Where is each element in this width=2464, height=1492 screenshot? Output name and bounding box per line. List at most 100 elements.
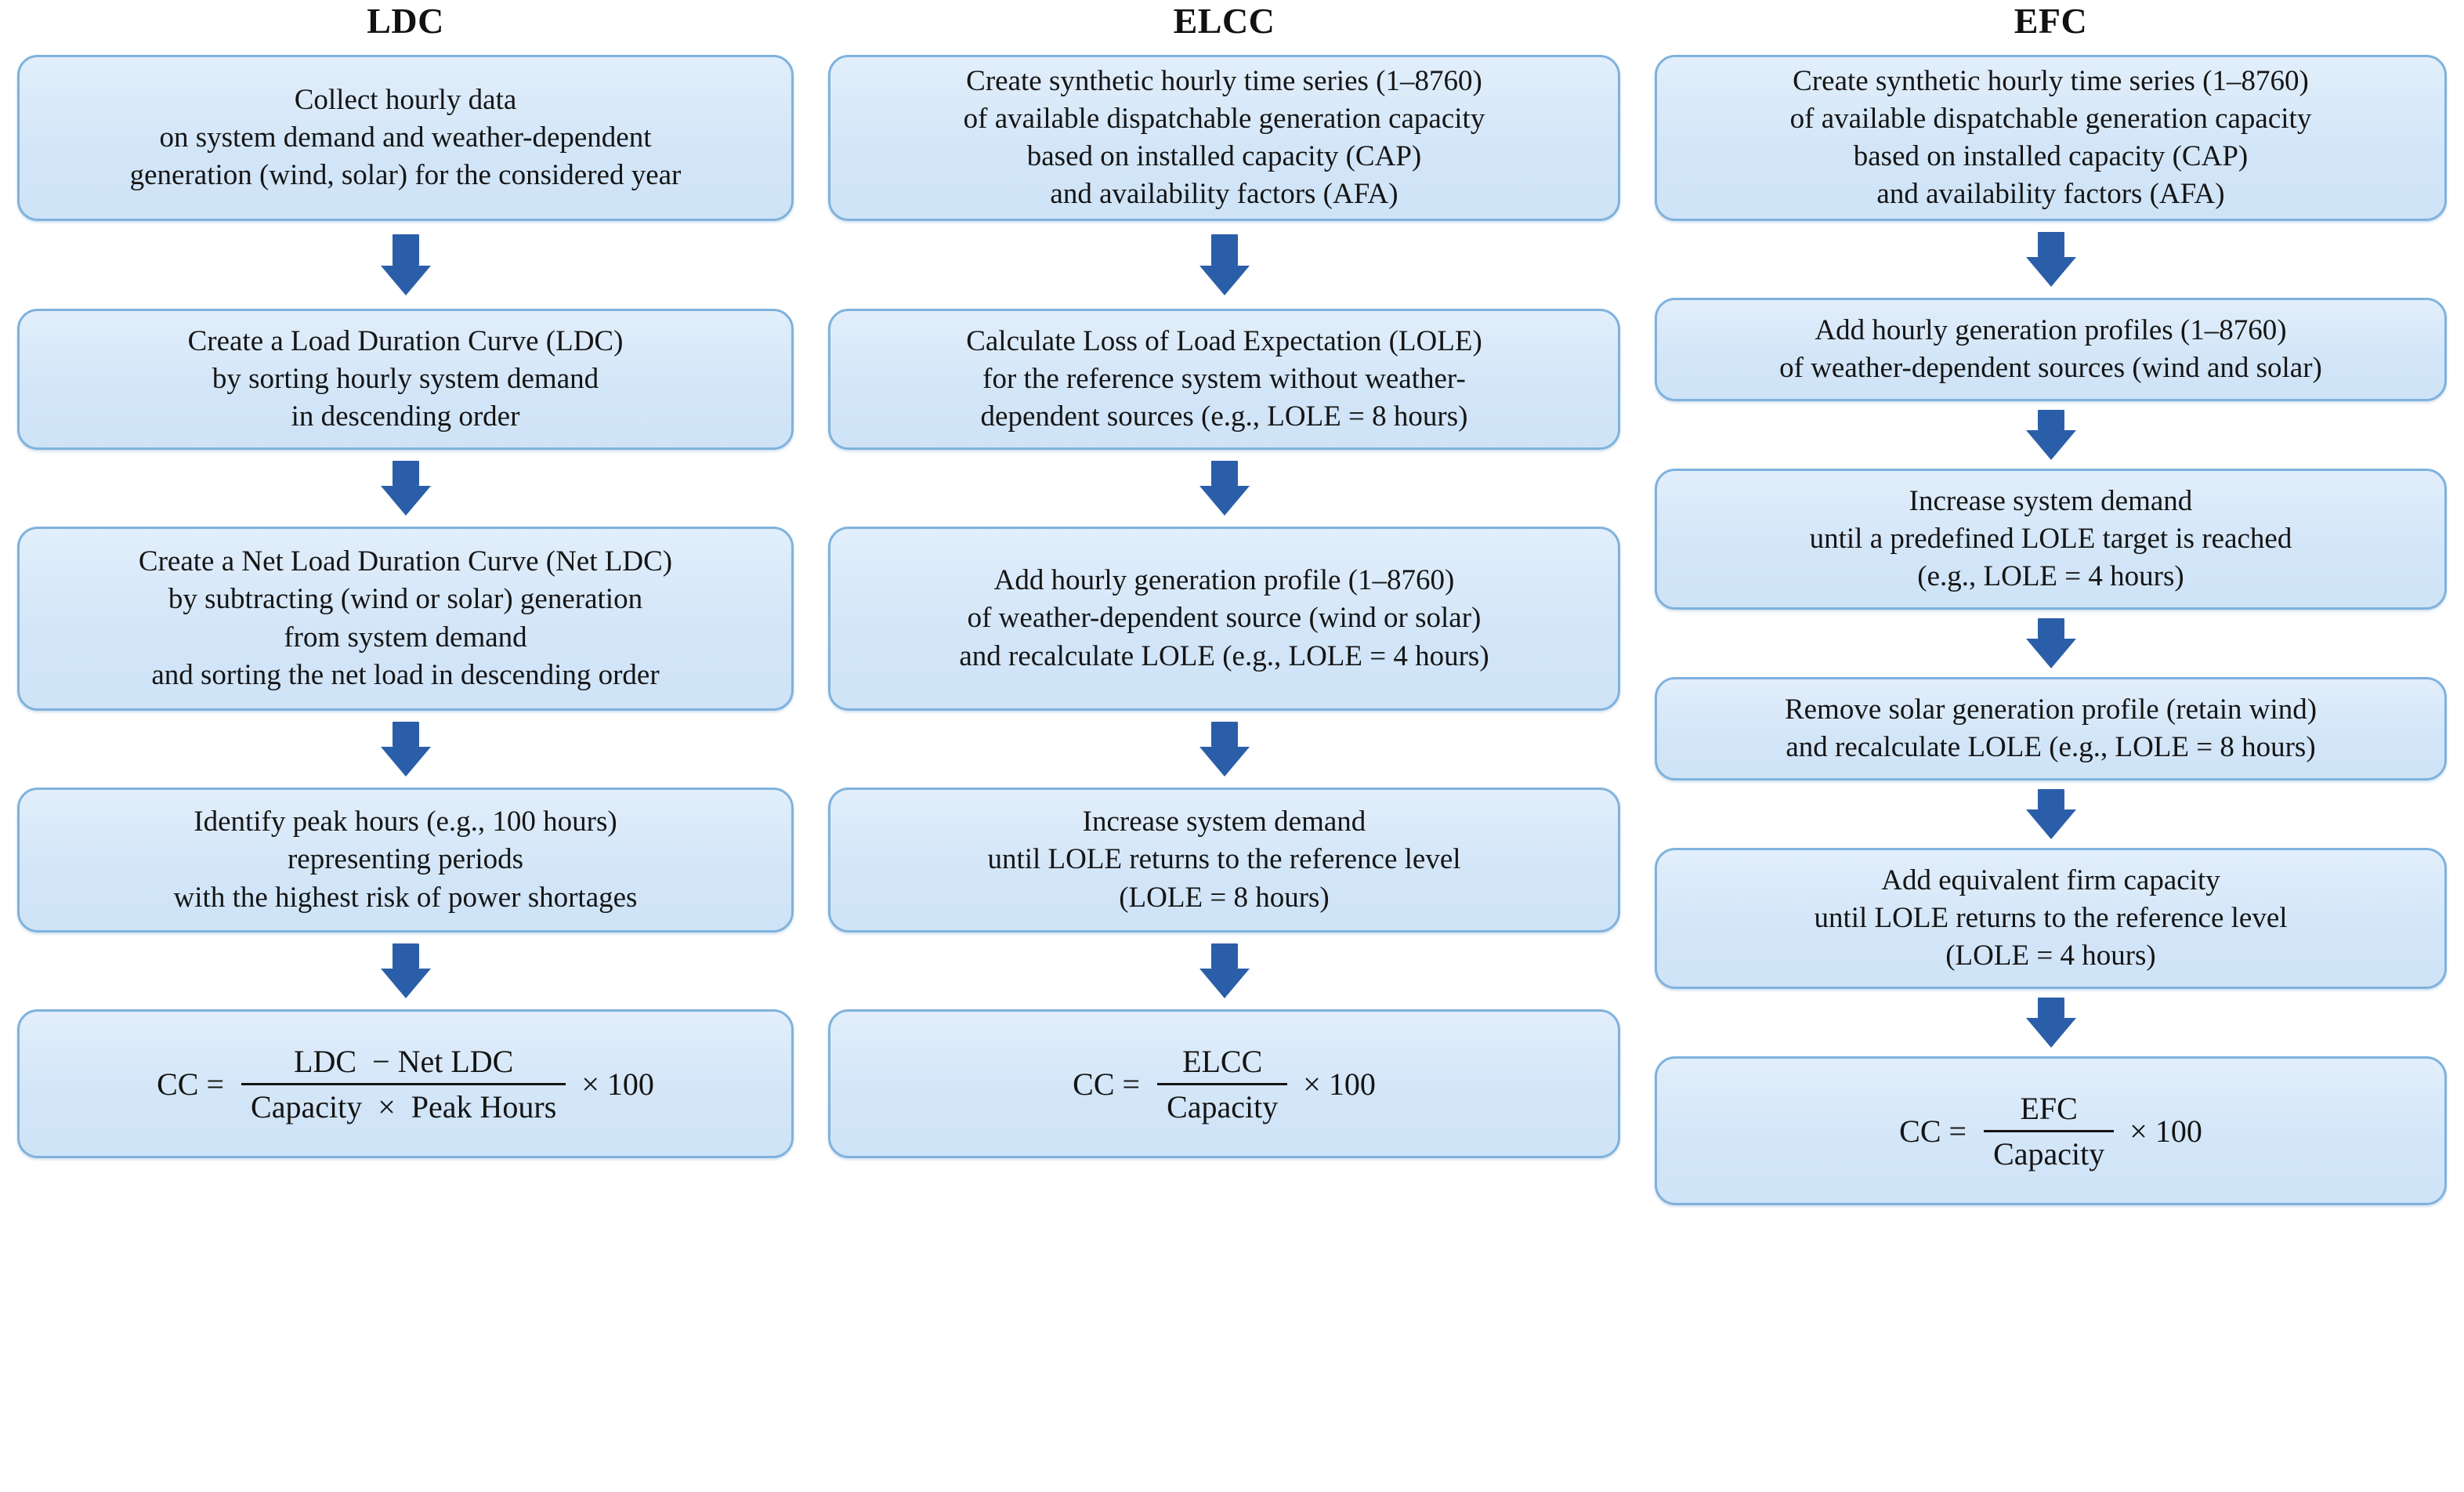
column-ldc: LDC Collect hourly data on system demand… bbox=[0, 0, 811, 1492]
node-ldc-3-text: Create a Net Load Duration Curve (Net LD… bbox=[138, 545, 673, 691]
formula-efc-denominator: Capacity bbox=[1993, 1135, 2105, 1172]
arrow-shaft bbox=[392, 943, 419, 969]
column-title-efc: EFC bbox=[2014, 1, 2088, 41]
node-efc-5: Add equivalent firm capacity until LOLE … bbox=[1655, 848, 2447, 989]
arrow-head bbox=[380, 266, 431, 295]
arrow-shaft bbox=[1210, 234, 1238, 266]
formula-elcc-bar bbox=[1157, 1082, 1288, 1085]
formula-elcc-denominator: Capacity bbox=[1167, 1088, 1279, 1124]
column-elcc: ELCC Create synthetic hourly time series… bbox=[811, 0, 1637, 1492]
arrow-down-icon bbox=[1199, 943, 1250, 998]
connector-ldc-3-4 bbox=[17, 711, 794, 788]
arrow-head bbox=[1199, 266, 1250, 295]
node-efc-2: Add hourly generation profiles (1–8760) … bbox=[1655, 298, 2447, 401]
formula-elcc: CC = ELCC Capacity × 100 bbox=[1073, 1043, 1376, 1125]
arrow-shaft bbox=[392, 722, 419, 747]
arrow-down-icon bbox=[1199, 722, 1250, 777]
node-elcc-4-text: Increase system demand until LOLE return… bbox=[987, 806, 1461, 914]
node-efc-formula: CC = EFC Capacity × 100 bbox=[1655, 1056, 2447, 1205]
node-elcc-2: Calculate Loss of Load Expectation (LOLE… bbox=[828, 309, 1620, 450]
column-title-elcc: ELCC bbox=[1173, 1, 1275, 41]
formula-efc-rhs: × 100 bbox=[2129, 1113, 2202, 1149]
arrow-shaft bbox=[1210, 722, 1238, 747]
arrow-head bbox=[2025, 639, 2076, 668]
arrow-head bbox=[380, 486, 431, 516]
connector-efc-5-formula bbox=[1655, 989, 2447, 1056]
arrow-shaft bbox=[2037, 618, 2064, 639]
arrow-shaft bbox=[1210, 461, 1238, 486]
formula-efc-lhs: CC = bbox=[1899, 1113, 1967, 1149]
arrow-head bbox=[380, 747, 431, 777]
node-efc-1: Create synthetic hourly time series (1–8… bbox=[1655, 55, 2447, 221]
arrow-shaft bbox=[392, 461, 419, 486]
connector-efc-4-5 bbox=[1655, 780, 2447, 848]
arrow-down-icon bbox=[1199, 234, 1250, 295]
connector-elcc-3-4 bbox=[828, 711, 1620, 788]
column-title-ldc: LDC bbox=[367, 1, 444, 41]
formula-efc-fraction: EFC Capacity bbox=[1984, 1090, 2115, 1172]
connector-efc-2-3 bbox=[1655, 401, 2447, 469]
node-elcc-3: Add hourly generation profile (1–8760) o… bbox=[828, 527, 1620, 711]
node-efc-2-text: Add hourly generation profiles (1–8760) … bbox=[1779, 313, 2322, 384]
connector-ldc-4-formula bbox=[17, 932, 794, 1009]
formula-elcc-numerator: ELCC bbox=[1182, 1043, 1263, 1079]
column-efc: EFC Create synthetic hourly time series … bbox=[1637, 0, 2464, 1492]
node-ldc-4: Identify peak hours (e.g., 100 hours) re… bbox=[17, 788, 794, 932]
formula-ldc-bar bbox=[241, 1082, 566, 1085]
node-elcc-3-text: Add hourly generation profile (1–8760) o… bbox=[959, 564, 1489, 672]
formula-ldc-lhs: CC = bbox=[157, 1066, 225, 1102]
node-efc-4: Remove solar generation profile (retain … bbox=[1655, 677, 2447, 780]
arrow-down-icon bbox=[380, 722, 431, 777]
formula-elcc-fraction: ELCC Capacity bbox=[1157, 1043, 1288, 1125]
arrow-down-icon bbox=[2025, 410, 2076, 460]
formula-efc-numerator: EFC bbox=[2020, 1090, 2078, 1126]
arrow-down-icon bbox=[1199, 461, 1250, 516]
node-efc-4-text: Remove solar generation profile (retain … bbox=[1784, 693, 2317, 763]
arrow-head bbox=[2025, 1018, 2076, 1048]
connector-elcc-1-2 bbox=[828, 221, 1620, 309]
arrow-head bbox=[1199, 486, 1250, 516]
arrow-down-icon bbox=[380, 943, 431, 998]
formula-efc-bar bbox=[1984, 1129, 2115, 1132]
node-elcc-formula: CC = ELCC Capacity × 100 bbox=[828, 1009, 1620, 1158]
node-ldc-2: Create a Load Duration Curve (LDC) by so… bbox=[17, 309, 794, 450]
node-ldc-4-text: Identify peak hours (e.g., 100 hours) re… bbox=[173, 806, 638, 914]
arrow-shaft bbox=[392, 234, 419, 266]
arrow-head bbox=[1199, 747, 1250, 777]
arrow-down-icon bbox=[2025, 998, 2076, 1048]
connector-efc-3-4 bbox=[1655, 610, 2447, 677]
node-ldc-3: Create a Net Load Duration Curve (Net LD… bbox=[17, 527, 794, 711]
arrow-shaft bbox=[2037, 410, 2064, 430]
node-elcc-2-text: Calculate Loss of Load Expectation (LOLE… bbox=[966, 324, 1482, 433]
formula-efc: CC = EFC Capacity × 100 bbox=[1899, 1090, 2202, 1172]
connector-efc-1-2 bbox=[1655, 221, 2447, 298]
arrow-head bbox=[2025, 430, 2076, 460]
arrow-shaft bbox=[2037, 789, 2064, 809]
arrow-shaft bbox=[2037, 998, 2064, 1018]
formula-ldc-fraction: LDC − Net LDC Capacity × Peak Hours bbox=[241, 1043, 566, 1125]
arrow-head bbox=[1199, 969, 1250, 998]
connector-elcc-2-3 bbox=[828, 450, 1620, 527]
node-ldc-2-text: Create a Load Duration Curve (LDC) by so… bbox=[187, 324, 624, 433]
formula-ldc: CC = LDC − Net LDC Capacity × Peak Hours… bbox=[157, 1043, 654, 1125]
arrow-down-icon bbox=[380, 234, 431, 295]
connector-ldc-1-2 bbox=[17, 221, 794, 309]
arrow-head bbox=[380, 969, 431, 998]
formula-ldc-denominator: Capacity × Peak Hours bbox=[251, 1088, 557, 1124]
node-ldc-1: Collect hourly data on system demand and… bbox=[17, 55, 794, 221]
node-efc-1-text: Create synthetic hourly time series (1–8… bbox=[1789, 64, 2312, 211]
node-elcc-1-text: Create synthetic hourly time series (1–8… bbox=[963, 64, 1485, 211]
formula-ldc-rhs: × 100 bbox=[581, 1066, 654, 1102]
formula-ldc-numerator: LDC − Net LDC bbox=[294, 1043, 514, 1079]
node-ldc-1-text: Collect hourly data on system demand and… bbox=[129, 83, 682, 192]
formula-elcc-lhs: CC = bbox=[1073, 1066, 1141, 1102]
arrow-down-icon bbox=[2025, 789, 2076, 839]
arrow-down-icon bbox=[2025, 232, 2076, 287]
node-elcc-1: Create synthetic hourly time series (1–8… bbox=[828, 55, 1620, 221]
arrow-head bbox=[2025, 809, 2076, 839]
node-efc-5-text: Add equivalent firm capacity until LOLE … bbox=[1814, 864, 2288, 972]
arrow-down-icon bbox=[2025, 618, 2076, 668]
connector-ldc-2-3 bbox=[17, 450, 794, 527]
node-efc-3-text: Increase system demand until a predefine… bbox=[1809, 484, 2292, 593]
